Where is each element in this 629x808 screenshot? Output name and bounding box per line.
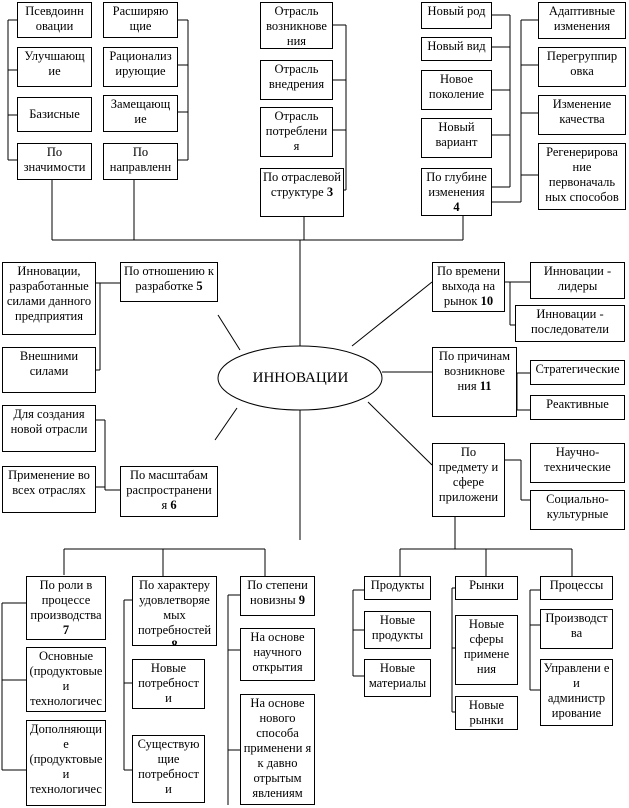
node-text: По характеру удовлетворяе мых потребност… [137,578,212,637]
node-new-generation: Новое поколение [421,70,492,110]
node-followers: Инновации - последователи [515,305,625,342]
node-by-role: По роли в процессе производства 7 [26,576,106,640]
node-text: По роли в процессе производства [30,578,102,622]
node-products: Продукты [364,576,431,600]
node-number: 11 [479,379,492,393]
node-new-materials: Новые материалы [364,659,431,697]
node-by-market-time: По времени выхода на рынок 10 [432,262,505,312]
node-number: 4 [453,200,460,214]
node-main-products: Основные (продуктовые и технологичес [26,647,106,712]
node-branch-implementation: Отрасль внедрения [260,60,333,100]
node-by-subject: По предмету и сфере приложени [432,443,505,517]
node-new-variant: Новый вариант [421,118,492,158]
node-quality-change: Изменение качества [538,95,626,135]
node-text: По времени выхода на рынок [437,264,500,308]
node-number: 6 [170,498,177,512]
node-by-causes: По причинам возникнове ния 11 [432,347,517,417]
node-scientific-discovery: На основе научного открытия [240,628,315,681]
node-text: По масштабам распространени я [126,468,212,512]
node-new-industry: Для создания новой отрасли [2,405,96,452]
node-by-development: По отношению к разработке 5 [120,262,218,302]
node-by-direction: По направленн [103,143,178,180]
node-text: По отношению к разработке [124,264,214,293]
node-number: 3 [326,185,334,199]
node-number: 9 [298,593,305,607]
node-regrouping: Перегруппир овка [538,47,626,87]
node-expanding: Расширяю щие [103,2,178,38]
node-improving: Улучшающ ие [17,47,92,87]
node-production: Производст ва [540,609,613,649]
node-number: 7 [62,623,70,637]
node-new-genus: Новый род [421,2,492,29]
node-new-spheres: Новые сферы примене ния [455,615,518,685]
node-text: По глубине изменения [426,170,487,199]
node-number: 10 [480,294,494,308]
node-basic: Базисные [17,97,92,132]
node-new-species: Новый вид [421,37,492,61]
node-rationalizing: Рационализ ирующие [103,47,178,87]
node-existing-needs: Существую щие потребност и [132,735,205,803]
node-strategic: Стратегические [530,360,625,385]
node-replacing: Замещающ ие [103,95,178,132]
node-branch-consumption: Отрасль потреблени я [260,107,333,157]
node-own-forces: Инновации, разработанные силами данного … [2,262,96,335]
node-by-needs: По характеру удовлетворяе мых потребност… [132,576,217,646]
node-socio-cultural: Социально- культурные [530,490,625,530]
node-number: 8 [171,638,178,646]
node-number: 5 [196,279,203,293]
node-by-depth: По глубине изменения 4 [421,168,492,216]
node-new-needs: Новые потребност и [132,659,205,709]
node-sci-tech: Научно- технические [530,443,625,483]
node-reactive: Реактивные [530,395,625,420]
node-new-products: Новые продукты [364,611,431,649]
node-supplementary: Дополняющи е (продуктовые и технологичес [26,720,106,806]
node-new-markets: Новые рынки [455,696,518,730]
node-text: По степени новизны [247,578,308,607]
node-processes: Процессы [540,576,613,600]
node-pseudo: Псевдоинн овации [17,2,92,38]
node-text: По причинам возникнове ния [438,349,511,393]
node-new-method: На основе нового способа применени я к д… [240,694,315,805]
node-adaptive: Адаптивные изменения [538,2,626,39]
node-by-significance: По значимости [17,143,92,180]
node-external-forces: Внешними силами [2,347,96,393]
node-all-industries: Применение во всех отраслях [2,466,96,513]
node-by-novelty: По степени новизны 9 [240,576,315,616]
node-text: По отраслевой структуре [263,170,341,199]
node-by-scale: По масштабам распространени я 6 [120,466,218,517]
node-leaders: Инновации - лидеры [530,262,625,299]
node-by-branch-structure: По отраслевой структуре 3 [260,168,344,217]
center-label: ИННОВАЦИИ [252,370,349,386]
node-regeneration: Регенерирова ние первоначаль ных способо… [538,143,626,210]
node-markets: Рынки [455,576,518,600]
node-management: Управлени е и админиcтр ирование [540,659,613,726]
node-branch-origin: Отрасль возникнове ния [260,2,333,49]
